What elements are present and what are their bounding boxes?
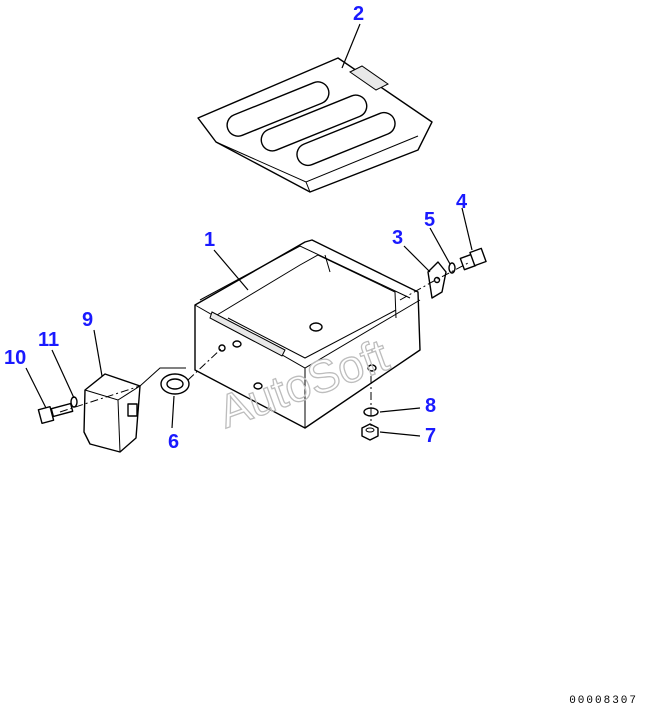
part-1-battery-box — [194, 239, 421, 429]
assembly-center-lines — [59, 261, 471, 426]
callout-8: 8 — [425, 395, 436, 417]
drawing-code: 00008307 — [569, 695, 638, 707]
part-9-terminal-cover — [83, 367, 186, 453]
callout-5: 5 — [424, 209, 435, 231]
callout-7: 7 — [425, 425, 436, 447]
callouts: 2 1 3 5 4 9 11 10 6 8 7 — [4, 3, 468, 453]
part-4-bolt — [459, 247, 487, 271]
part-6-grommet — [160, 373, 190, 395]
part-3-clamp — [427, 261, 447, 299]
callout-10: 10 — [4, 347, 26, 369]
callout-4: 4 — [456, 191, 468, 213]
callout-6: 6 — [168, 431, 179, 453]
callout-1: 1 — [204, 229, 215, 251]
part-5-washer — [448, 262, 456, 274]
callout-2: 2 — [353, 3, 364, 25]
part-11-washer — [70, 396, 78, 408]
callout-3: 3 — [392, 227, 403, 249]
leader-lines — [25, 23, 473, 437]
part-10-bolt — [37, 402, 74, 425]
callout-11: 11 — [38, 329, 59, 351]
part-7-nut — [361, 423, 379, 441]
callout-9: 9 — [82, 309, 93, 331]
part-2-cover — [197, 57, 433, 193]
